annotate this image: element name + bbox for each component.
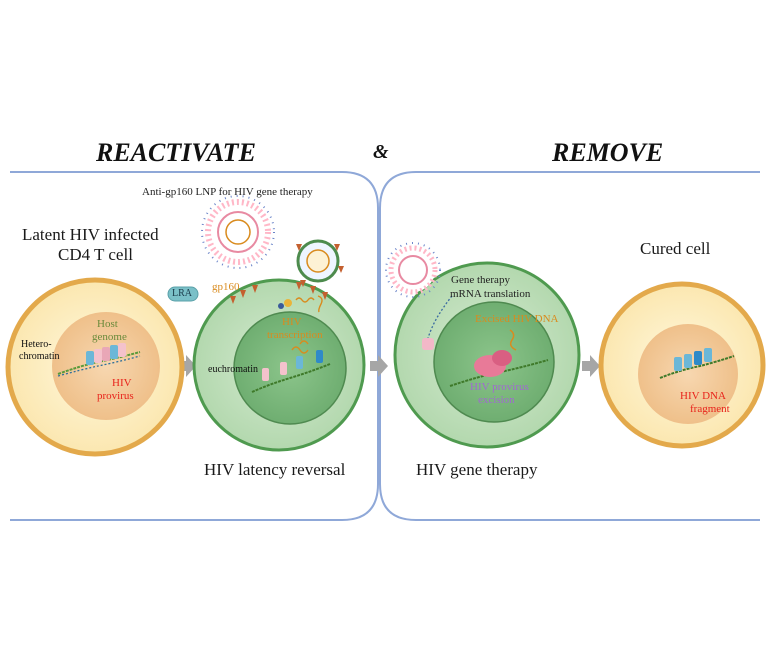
excised-dna-loop [509,329,517,351]
host-genome-1: Host [97,318,118,330]
cured-cell-nucleus [638,324,738,424]
hiv-provirus-1: HIV [112,377,132,389]
ribosome [422,338,434,350]
hiv-dna-fragment-2: fragment [690,403,730,415]
gp160-spikes [230,282,328,304]
reactivate-heading: REACTIVATE [96,138,256,167]
arrow-1 [178,355,196,377]
hiv-provirus-2: provirus [97,390,134,402]
arrow-2 [370,355,388,377]
host-genome-2: genome [92,331,127,343]
cas-enzyme [474,350,512,377]
hiv-rna-transcripts [291,340,309,354]
viral-rna-squiggle [295,297,315,303]
gene-therapy-label-1: Gene therapy [451,274,510,286]
nucleosomes-4 [674,348,712,371]
viral-rna-squiggle-2 [317,295,323,313]
arrow-3 [582,355,600,377]
reversal-cell-nucleus [233,311,347,425]
remove-heading: REMOVE [552,138,664,167]
lra-badge: LRA [172,288,192,299]
gene-therapy-label-2: mRNA translation [450,288,531,300]
hiv-excision-1: HIV provirus [470,381,529,393]
lra-pill [167,286,199,302]
lnp-label: Anti-gp160 LNP for HIV gene therapy [142,186,313,198]
dna-strand-4 [659,355,735,379]
dna-strand-3 [449,359,549,387]
latency-reversal-caption: HIV latency reversal [204,460,346,479]
ampersand-heading: & [373,141,389,163]
heterochromatin-2: chromatin [19,351,60,362]
dna-strand-1b [57,355,141,377]
hiv-transcription-1: HIV [282,316,302,328]
hiv-excision-2: excision [478,394,515,406]
hiv-virion [296,239,344,287]
dna-strand-2 [251,363,331,393]
euchromatin-label: euchromatin [208,364,258,375]
gp160-label: gp160 [212,281,240,293]
nucleosomes-2 [262,350,323,381]
latent-cell-title-1: Latent HIV infected [22,225,159,244]
lnp-particle-1 [201,195,275,269]
latent-cell-title-2: CD4 T cell [58,245,133,264]
gene-therapy-caption: HIV gene therapy [416,460,538,479]
nucleosomes-1 [86,343,126,365]
protein-dot-1 [284,299,292,307]
cured-cell-title: Cured cell [640,239,711,258]
hiv-transcription-2: transcription [267,329,323,341]
protein-dot-2 [278,303,284,309]
lnp-particle-2 [385,242,441,298]
excised-dna-label: Excised HIV DNA [475,313,559,325]
latent-cell-nucleus [52,312,160,420]
reactivate-panel-border [10,171,379,521]
remove-panel-border [379,171,760,521]
heterochromatin-1: Hetero- [21,339,52,350]
mrna-strand [427,295,453,339]
hiv-dna-fragment-1: HIV DNA [680,390,726,402]
